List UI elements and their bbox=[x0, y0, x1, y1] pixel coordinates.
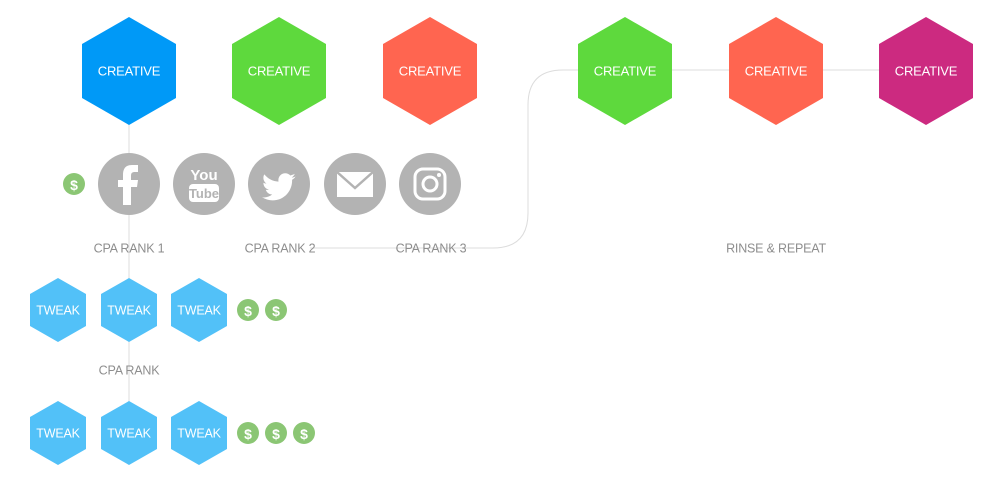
tweak-label: TWEAK bbox=[107, 426, 151, 440]
hexagon-shape bbox=[101, 278, 157, 342]
hexagon-shape bbox=[171, 401, 227, 465]
dollar-badge: $ bbox=[237, 422, 259, 444]
creative-hex-2: CREATIVE bbox=[232, 17, 326, 125]
tweak-label: TWEAK bbox=[177, 426, 221, 440]
cpa-rank-3-label: CPA RANK 3 bbox=[396, 241, 467, 255]
tweak-hex: TWEAK bbox=[101, 278, 157, 342]
facebook-icon bbox=[98, 153, 160, 215]
creative-hex-4: CREATIVE bbox=[578, 17, 672, 125]
instagram-icon bbox=[399, 153, 461, 215]
creative-hex-5: CREATIVE bbox=[729, 17, 823, 125]
dollar-badge: $ bbox=[293, 422, 315, 444]
youtube-text-top: You bbox=[190, 167, 217, 184]
tweak-label: TWEAK bbox=[36, 426, 80, 440]
creative-hex-6: CREATIVE bbox=[879, 17, 973, 125]
dollar-badge: $ bbox=[265, 299, 287, 321]
tweak-label: TWEAK bbox=[36, 303, 80, 317]
cpa-rank-1-label: CPA RANK 1 bbox=[94, 241, 165, 255]
creative-label: CREATIVE bbox=[745, 63, 808, 78]
channel-dollar-badge: $ bbox=[63, 173, 85, 195]
dollar-circle bbox=[63, 173, 85, 195]
envelope-flap bbox=[336, 171, 374, 190]
dollar-sign: $ bbox=[244, 303, 252, 319]
icon-circle bbox=[399, 153, 461, 215]
hexagon-shape bbox=[171, 278, 227, 342]
dollar-circle bbox=[237, 299, 259, 321]
instagram-flash bbox=[437, 173, 441, 177]
dollar-circle bbox=[293, 422, 315, 444]
dollar-badge: $ bbox=[265, 422, 287, 444]
youtube-tube-box bbox=[189, 184, 219, 202]
tweak-row-2: TWEAK TWEAK TWEAK $ $ $ bbox=[30, 401, 315, 465]
hexagon-shape bbox=[30, 278, 86, 342]
instagram-frame bbox=[413, 167, 447, 201]
dollar-sign: $ bbox=[272, 426, 280, 442]
hexagon-shape bbox=[729, 17, 823, 125]
creative-label: CREATIVE bbox=[594, 63, 657, 78]
cpa-rank-mid-label: CPA RANK bbox=[99, 363, 161, 377]
hexagon-shape bbox=[82, 17, 176, 125]
tweak-row-1: TWEAK TWEAK TWEAK $ $ bbox=[30, 278, 287, 342]
hexagon-shape bbox=[578, 17, 672, 125]
tweak-hex: TWEAK bbox=[171, 401, 227, 465]
hexagon-shape bbox=[232, 17, 326, 125]
youtube-icon: You Tube bbox=[173, 153, 235, 215]
twitter-icon bbox=[248, 153, 310, 215]
tweak-hex: TWEAK bbox=[30, 401, 86, 465]
hexagon-shape bbox=[879, 17, 973, 125]
rank-connector-line bbox=[310, 69, 590, 249]
tweak-label: TWEAK bbox=[107, 303, 151, 317]
dollar-sign: $ bbox=[70, 177, 78, 193]
creative-label: CREATIVE bbox=[399, 63, 462, 78]
creative-label: CREATIVE bbox=[98, 63, 161, 78]
instagram-lens bbox=[421, 175, 439, 193]
tweak-hex: TWEAK bbox=[30, 278, 86, 342]
creative-hex-1: CREATIVE bbox=[82, 17, 176, 125]
dollar-sign: $ bbox=[244, 426, 252, 442]
facebook-f-glyph bbox=[118, 165, 138, 205]
dollar-circle bbox=[265, 299, 287, 321]
twitter-bird-glyph bbox=[262, 173, 296, 201]
mail-icon bbox=[324, 153, 386, 215]
tweak-hex: TWEAK bbox=[171, 278, 227, 342]
tweak-label: TWEAK bbox=[177, 303, 221, 317]
hexagon-shape bbox=[30, 401, 86, 465]
dollar-sign: $ bbox=[300, 426, 308, 442]
hexagon-shape bbox=[101, 401, 157, 465]
creative-label: CREATIVE bbox=[248, 63, 311, 78]
youtube-text-bottom: Tube bbox=[189, 186, 219, 201]
dollar-circle bbox=[265, 422, 287, 444]
dollar-badge: $ bbox=[237, 299, 259, 321]
dollar-sign: $ bbox=[272, 303, 280, 319]
tweak-hex: TWEAK bbox=[101, 401, 157, 465]
creative-hex-3: CREATIVE bbox=[383, 17, 477, 125]
rinse-repeat-label: RINSE & REPEAT bbox=[726, 241, 826, 255]
hexagon-shape bbox=[383, 17, 477, 125]
dollar-circle bbox=[237, 422, 259, 444]
cpa-rank-2-label: CPA RANK 2 bbox=[245, 241, 316, 255]
creative-label: CREATIVE bbox=[895, 63, 958, 78]
